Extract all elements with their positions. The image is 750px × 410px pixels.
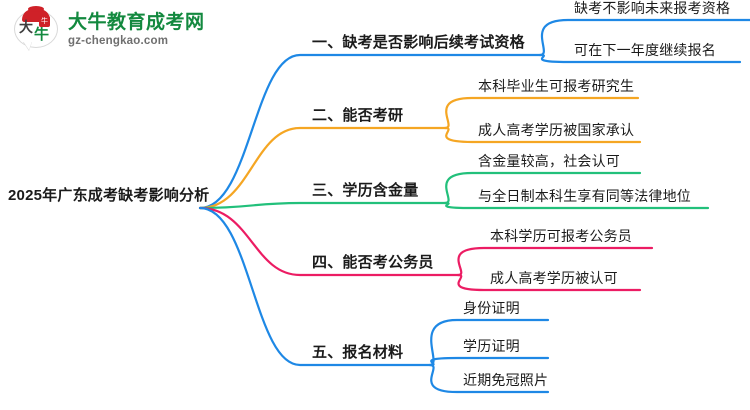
mindmap-leaf-node-3-1[interactable]: 含金量较高，社会认可 [478, 153, 620, 169]
mindmap-edge [428, 356, 550, 367]
mindmap-edge [198, 206, 432, 367]
mindmap-branch-node-4[interactable]: 四、能否考公务员 [312, 254, 434, 271]
mindmap-branch-node-2[interactable]: 二、能否考研 [312, 107, 404, 124]
speech-bubble-tail-icon [23, 41, 32, 50]
mindmap-leaf-node-2-1[interactable]: 本科毕业生可报考研究生 [478, 78, 635, 94]
mindmap-edge [198, 201, 447, 210]
logo-text: 大牛教育成考网 gz-chengkao.com [68, 12, 205, 49]
mindmap-leaf-node-5-2[interactable]: 学历证明 [463, 338, 520, 354]
mindmap-leaf-node-1-1[interactable]: 缺考不影响未来报考资格 [574, 0, 731, 16]
mindmap-leaf-node-4-2[interactable]: 成人高考学历被认可 [490, 270, 618, 286]
logo-title: 大牛教育成考网 [68, 11, 205, 33]
mindmap-leaf-node-5-1[interactable]: 身份证明 [463, 300, 520, 316]
logo-icon: 大 牛 牛 [14, 6, 60, 52]
mindmap-branch-node-1[interactable]: 一、缺考是否影响后续考试资格 [312, 34, 525, 51]
mindmap-root-node[interactable]: 2025年广东成考缺考影响分析 [8, 187, 210, 204]
speech-bubble-icon [14, 10, 58, 48]
mindmap-leaf-node-5-3[interactable]: 近期免冠照片 [463, 372, 549, 388]
mindmap-leaf-node-1-2[interactable]: 可在下一年度继续报名 [574, 42, 716, 58]
logo-mark-char-1: 大 [19, 19, 33, 35]
mindmap-branch-node-3[interactable]: 三、学历含金量 [312, 182, 419, 199]
logo-subtitle: gz-chengkao.com [68, 34, 169, 47]
site-logo: 大 牛 牛 大牛教育成考网 gz-chengkao.com [14, 6, 205, 52]
mindmap-leaf-node-2-2[interactable]: 成人高考学历被国家承认 [478, 122, 635, 138]
mindmap-leaf-node-4-1[interactable]: 本科学历可报考公务员 [490, 228, 632, 244]
logo-mark-char-2: 牛 [34, 26, 50, 43]
logo-badge-icon: 牛 [39, 16, 50, 27]
mindmap-leaf-node-3-2[interactable]: 与全日制本科生享有同等法律地位 [478, 188, 691, 204]
mindmap-branch-node-5[interactable]: 五、报名材料 [312, 344, 404, 361]
